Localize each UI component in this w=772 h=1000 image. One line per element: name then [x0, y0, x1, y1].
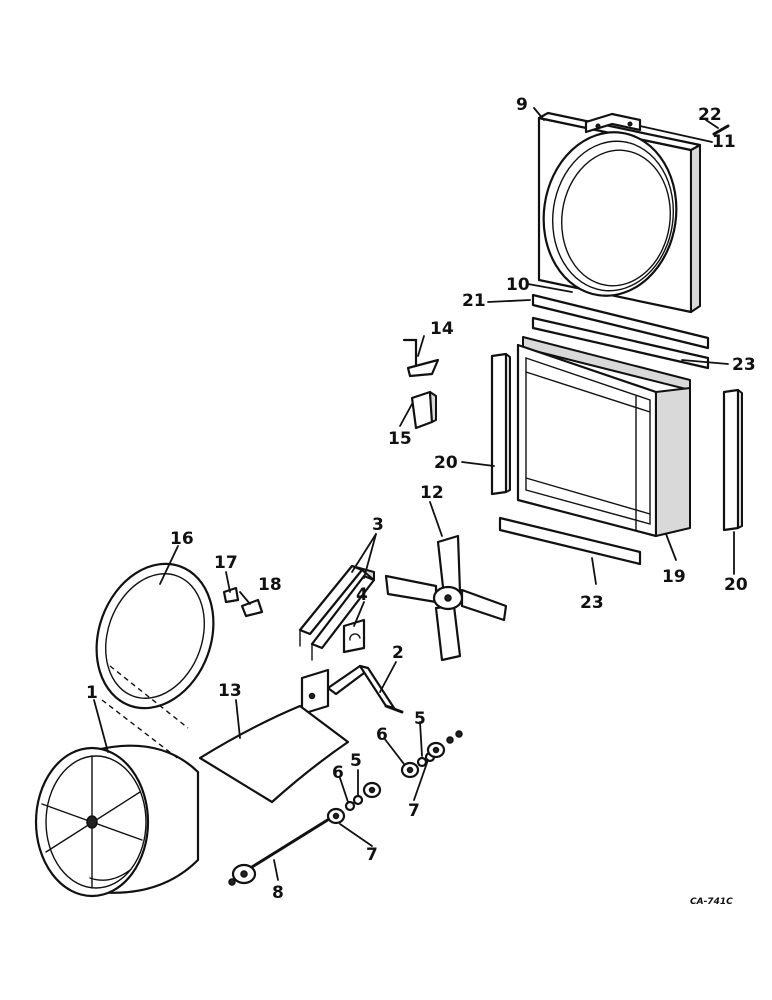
side-strip-face-right — [737, 389, 743, 529]
radiator-part-19 — [516, 336, 691, 538]
deflector-part-13 — [198, 704, 350, 804]
callout-11: 11 — [712, 132, 736, 152]
top-seal-strip-part-23-upper — [531, 316, 710, 370]
cylinder-shroud-part-1 — [34, 744, 200, 898]
callout-12: 12 — [420, 483, 444, 503]
fan-ring-part-16 — [95, 562, 215, 710]
hardware-set — [326, 730, 463, 825]
callout-23-lower: 23 — [580, 593, 604, 613]
fan-blade-part-12 — [384, 534, 508, 662]
pin-part-22 — [712, 124, 730, 136]
fan-support-part-2 — [300, 664, 404, 716]
callout-23-upper: 23 — [732, 355, 756, 375]
leader-lines — [93, 107, 735, 881]
callout-20-left: 20 — [434, 453, 458, 473]
callout-1: 1 — [86, 683, 98, 703]
alignment-line-upper — [109, 665, 189, 729]
bracket-part-14 — [402, 338, 440, 378]
side-strip-face-left — [505, 353, 511, 493]
callout-5-lower: 5 — [350, 751, 362, 771]
callout-9: 9 — [516, 95, 528, 115]
callout-16: 16 — [170, 529, 194, 549]
callout-8: 8 — [272, 883, 284, 903]
callout-18: 18 — [258, 575, 282, 595]
callout-17: 17 — [214, 553, 238, 573]
callout-7-upper: 7 — [408, 801, 420, 821]
callout-6-upper: 6 — [376, 725, 388, 745]
clip-part-17 — [222, 586, 240, 604]
callout-20-right: 20 — [724, 575, 748, 595]
callout-5-upper: 5 — [414, 709, 426, 729]
spindle-part-8 — [228, 814, 336, 886]
callout-14: 14 — [430, 319, 454, 339]
callout-13: 13 — [218, 681, 242, 701]
callout-7-lower: 7 — [366, 845, 378, 865]
bracket-part-15 — [410, 390, 437, 430]
callout-21: 21 — [462, 291, 486, 311]
clip-part-18 — [240, 598, 264, 618]
fan-brace-part-3 — [298, 564, 376, 661]
side-seal-strip-part-20-right — [722, 388, 740, 532]
callout-3: 3 — [372, 515, 384, 535]
alignment-line-lower — [101, 699, 181, 761]
callout-19: 19 — [662, 567, 686, 587]
callout-15: 15 — [388, 429, 412, 449]
side-seal-strip-part-20-left — [490, 352, 508, 496]
bottom-seal-strip-part-23-lower — [498, 516, 642, 566]
callout-4: 4 — [356, 585, 368, 605]
callout-22: 22 — [698, 105, 722, 125]
top-seal-strip-part-21 — [531, 293, 710, 350]
drawing-code: CA-741C — [690, 897, 733, 907]
callout-6-lower: 6 — [332, 763, 344, 783]
callout-labels: 9 22 11 10 21 23 14 15 20 12 3 4 2 16 17… — [86, 95, 756, 903]
shroud-bracket-part-11 — [584, 112, 642, 134]
callout-10: 10 — [506, 275, 530, 295]
callout-2: 2 — [392, 643, 404, 663]
fan-shroud-part-9 — [537, 111, 702, 314]
bracket-part-4 — [342, 618, 366, 654]
